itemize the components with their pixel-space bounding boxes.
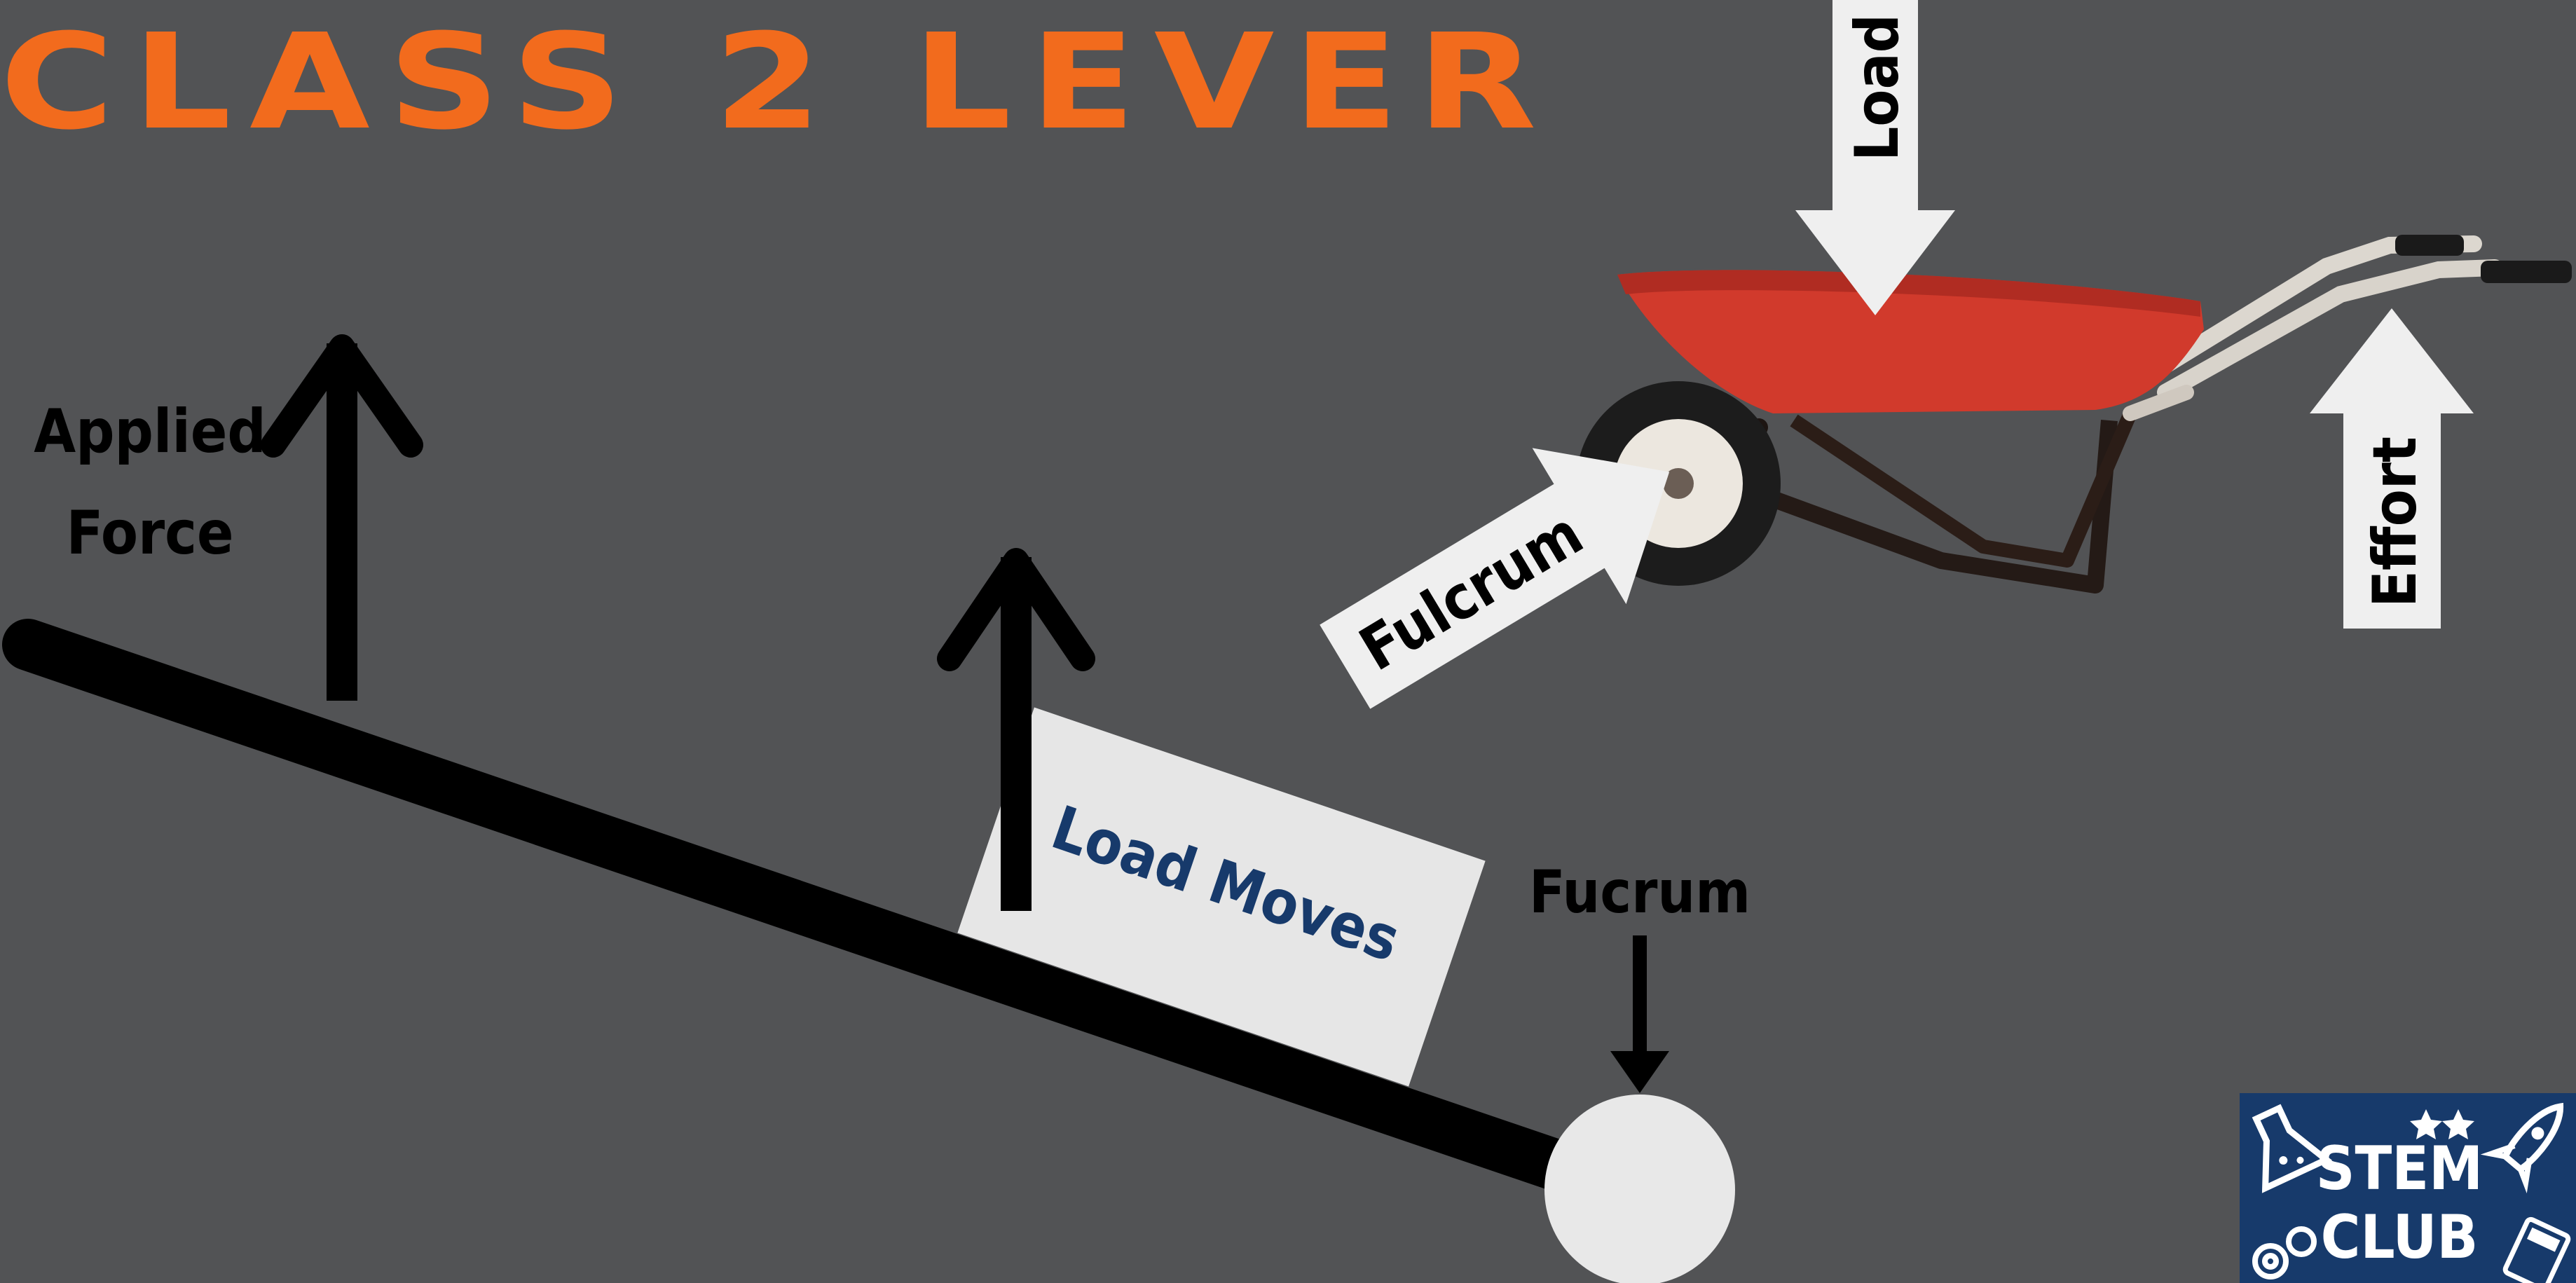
applied-force-label-line2: Force bbox=[66, 498, 233, 568]
wheelbarrow-load-arrow: Load bbox=[1795, 0, 1955, 315]
load-box: Load Moves bbox=[957, 707, 1486, 1087]
logo-line1: STEM bbox=[2316, 1134, 2483, 1204]
slide-title: CLASS 2 LEVER bbox=[0, 6, 1555, 159]
lever-diagram: Fucrum Load Moves Applied Force bbox=[2, 334, 1751, 1283]
calculator-icon bbox=[2502, 1216, 2571, 1283]
stem-club-logo: STEM CLUB bbox=[2240, 1093, 2576, 1283]
wheelbarrow-load-label: Load bbox=[1842, 14, 1912, 161]
applied-force-arrow bbox=[261, 334, 423, 701]
rocket-icon bbox=[2480, 1102, 2564, 1194]
wheelbarrow-effort-label: Effort bbox=[2360, 437, 2430, 608]
fulcrum-label: Fucrum bbox=[1529, 858, 1751, 926]
logo-line2: CLUB bbox=[2321, 1202, 2479, 1272]
fulcrum-arrow bbox=[1610, 935, 1669, 1093]
wheelbarrow-effort-arrow: Effort bbox=[2310, 308, 2474, 629]
star-icon bbox=[2410, 1109, 2474, 1139]
load-moves-arrow bbox=[937, 548, 1095, 911]
gear-icon bbox=[2252, 1226, 2317, 1279]
wheelbarrow-illustration bbox=[1576, 235, 2572, 594]
flask-icon bbox=[2252, 1104, 2333, 1193]
wheelbarrow-handles bbox=[2136, 235, 2572, 401]
wheelbarrow-tray bbox=[1617, 270, 2204, 413]
fulcrum-circle bbox=[1544, 1095, 1735, 1283]
lever-bar bbox=[2, 619, 1638, 1210]
applied-force-label-line1: Applied bbox=[34, 397, 266, 467]
